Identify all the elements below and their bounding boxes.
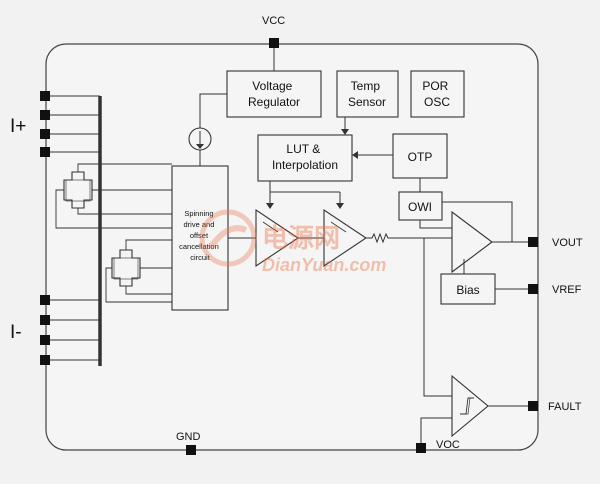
gnd-label: GND <box>176 431 201 443</box>
lut-block <box>257 134 353 182</box>
hall-element-top <box>63 171 93 209</box>
owi-to-buffer-wire <box>419 220 452 229</box>
owi-to-vout-wire <box>442 201 513 242</box>
iminus-pin-2 <box>40 315 50 325</box>
vref-pin <box>528 284 538 294</box>
voc-label: VOC <box>436 439 460 451</box>
regulator-to-source-wire <box>199 93 227 128</box>
fault-label: FAULT <box>548 401 582 413</box>
vout-label: VOUT <box>552 237 583 249</box>
output-buffer <box>451 210 493 274</box>
otp-block <box>392 133 448 179</box>
iminus-pin-4 <box>40 355 50 365</box>
voltage-regulator-label: Voltage Regulator <box>248 79 300 109</box>
voc-pin <box>416 443 426 453</box>
current-source-arrowhead <box>196 144 204 149</box>
spinning-block <box>171 165 229 311</box>
hysteresis-icon-2 <box>462 397 471 415</box>
lut-amp1-arrow <box>266 203 274 209</box>
current-conductor <box>46 95 102 366</box>
fault-comparator <box>451 374 489 438</box>
signal-to-comparator-wire <box>423 238 452 397</box>
iplus-pins <box>40 91 50 157</box>
amp1-gain-arrow <box>262 221 279 233</box>
hall-element-bottom <box>111 249 141 287</box>
iplus-pin-3 <box>40 129 50 139</box>
iplus-pin-4 <box>40 147 50 157</box>
vcc-pin <box>269 38 279 48</box>
resistor-icon <box>366 232 424 244</box>
iplus-pin-1 <box>40 91 50 101</box>
hall-wiring <box>55 163 172 303</box>
bias-label: Bias <box>456 283 479 297</box>
fault-pin <box>528 401 538 411</box>
bias-block <box>440 273 496 305</box>
temp-sensor-block <box>336 70 399 118</box>
vout-pin <box>528 237 538 247</box>
iminus-label: I- <box>10 322 22 343</box>
voc-to-comparator-wire <box>420 417 452 446</box>
temp-to-lut-arrow <box>341 129 349 135</box>
iplus-pin-2 <box>40 110 50 120</box>
iminus-pin-3 <box>40 335 50 345</box>
voltage-regulator-block <box>226 70 322 118</box>
amp2-gain-arrow <box>330 221 347 233</box>
watermark-cn-text: 电源网 <box>262 224 340 254</box>
lut-control-lines <box>269 181 341 205</box>
watermark-logo-icon <box>199 209 257 267</box>
watermark: 电源网 DianYuan.com <box>199 209 386 275</box>
lut-amp2-arrow <box>336 203 344 209</box>
gnd-pin <box>186 445 196 455</box>
temp-sensor-label: Temp Sensor <box>348 79 386 109</box>
iminus-pins <box>40 295 50 365</box>
lut-label: LUT & Interpolation <box>272 142 338 172</box>
vcc-label: VCC <box>262 15 285 27</box>
watermark-logo-swoosh <box>207 225 248 250</box>
otp-label: OTP <box>408 150 433 164</box>
owi-block <box>398 191 443 221</box>
watermark-en-text: DianYuan.com <box>262 255 386 275</box>
por-osc-label: POR OSC <box>422 79 451 109</box>
otp-to-lut-arrow <box>352 151 358 159</box>
iplus-label: I+ <box>10 116 26 137</box>
vref-label: VREF <box>552 284 582 296</box>
iminus-pin-1 <box>40 295 50 305</box>
por-osc-block <box>410 70 465 118</box>
owi-label: OWI <box>408 200 432 214</box>
spinning-label: Spinning drive and offset cancellation c… <box>179 209 221 262</box>
